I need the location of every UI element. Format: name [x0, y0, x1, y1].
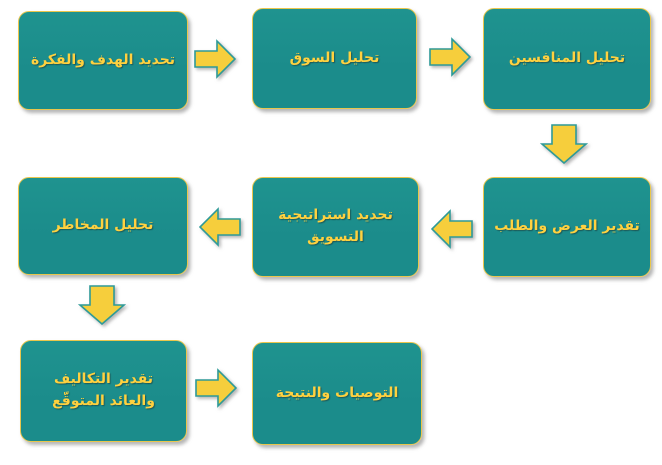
flow-node-marketing-strategy: تحديد استراتيجية التسويق: [252, 177, 419, 277]
arrow-right-icon: [194, 38, 236, 80]
flow-node-label: تحديد استراتيجية التسويق: [278, 207, 393, 245]
arrow-down-icon: [78, 285, 126, 325]
flow-node-label: تحليل المنافسين: [508, 50, 626, 67]
flow-node-goal-idea: تحديد الهدف والفكرة: [18, 11, 188, 110]
flow-node-market-analysis: تحليل السوق: [252, 8, 417, 109]
flow-node-label: تقدير التكاليف والعائد المتوقّع: [52, 371, 155, 409]
flow-node-competitor-analysis: تحليل المنافسين: [483, 8, 651, 110]
flow-node-label: تحليل المخاطر: [52, 217, 154, 234]
flow-node-label: التوصيات والنتيجة: [275, 384, 399, 401]
flow-node-supply-demand: تقدير العرض والطلب: [483, 177, 651, 277]
flow-node-label: تحديد الهدف والفكرة: [30, 51, 176, 68]
arrow-down-icon: [540, 124, 588, 164]
flow-node-label: تحليل السوق: [289, 49, 380, 66]
flow-node-costs-return: تقدير التكاليف والعائد المتوقّع: [20, 340, 187, 442]
flow-node-recommendations-result: التوصيات والنتيجة: [252, 342, 422, 445]
flow-node-risk-analysis: تحليل المخاطر: [18, 177, 188, 275]
arrow-right-icon: [195, 367, 237, 409]
arrow-left-icon: [199, 206, 241, 248]
arrow-right-icon: [429, 36, 471, 78]
flow-node-label: تقدير العرض والطلب: [494, 218, 640, 235]
arrow-left-icon: [431, 208, 473, 250]
